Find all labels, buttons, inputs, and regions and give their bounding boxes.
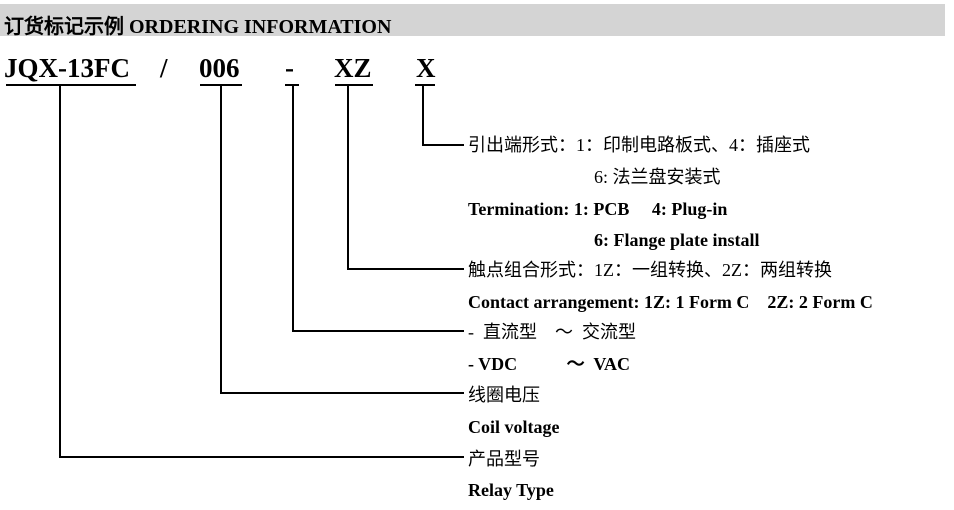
voltage-underline (200, 84, 242, 86)
model-code: JQX-13FC (4, 53, 130, 83)
termination-code: X (416, 53, 436, 83)
leader-termination-horizontal (422, 144, 464, 146)
termination-underline (415, 84, 435, 86)
leader-contact-vertical (347, 86, 349, 270)
model-underline (6, 84, 136, 86)
voltage-code: 006 (199, 53, 240, 83)
leader-coil-vertical (220, 86, 222, 394)
page-title: 订货标记示例 ORDERING INFORMATION (4, 16, 392, 38)
termination-desc-en-2: 6: Flange plate install (594, 230, 760, 250)
leader-contact-horizontal (347, 268, 464, 270)
current-type-desc-cn: - 直流型 ～ 交流型 (468, 322, 636, 342)
leader-coil-horizontal (220, 392, 464, 394)
leader-current-vertical (292, 86, 294, 332)
relay-type-desc-en: Relay Type (468, 480, 554, 500)
relay-type-desc-cn: 产品型号 (468, 449, 540, 469)
contact-desc-cn: 触点组合形式：1Z：一组转换、2Z：两组转换 (468, 260, 832, 280)
coil-voltage-desc-cn: 线圈电压 (468, 385, 540, 405)
leader-termination-vertical (422, 86, 424, 146)
termination-desc-en: Termination: 1: PCB 4: Plug-in (468, 199, 728, 219)
contact-code: XZ (334, 53, 372, 83)
current-type-desc-en: - VDC ～ VAC (468, 354, 631, 374)
leader-type-horizontal (59, 456, 464, 458)
separator-dash: - (285, 53, 294, 83)
dash-underline (285, 84, 299, 86)
coil-voltage-desc-en: Coil voltage (468, 417, 560, 437)
leader-type-vertical (59, 86, 61, 458)
contact-desc-en: Contact arrangement: 1Z: 1 Form C 2Z: 2 … (468, 292, 873, 312)
termination-desc-cn: 引出端形式：1：印制电路板式、4：插座式 (468, 135, 810, 155)
leader-current-horizontal (292, 330, 464, 332)
separator-slash: / (160, 53, 168, 83)
header-bar: 订货标记示例 ORDERING INFORMATION (0, 4, 945, 38)
termination-desc-cn-2: 6: 法兰盘安装式 (594, 167, 721, 187)
contact-underline (335, 84, 373, 86)
